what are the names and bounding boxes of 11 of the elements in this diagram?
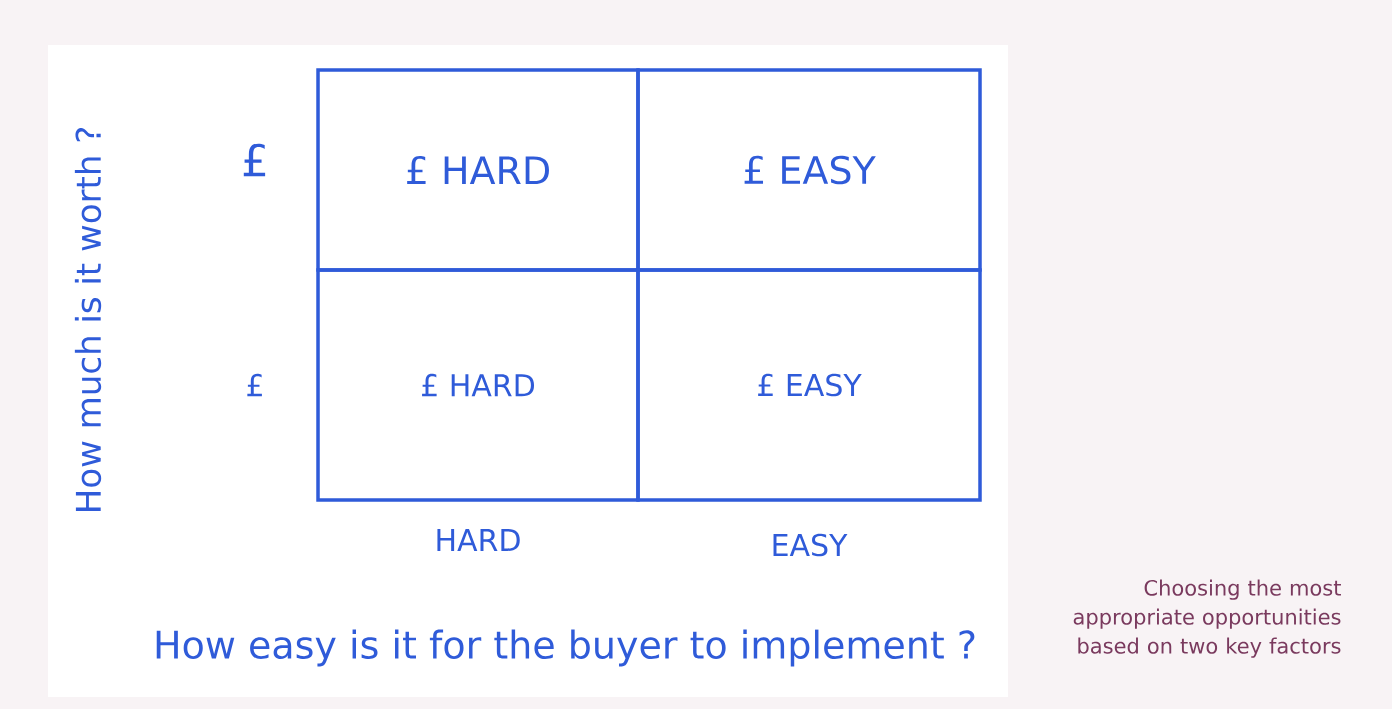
axis-label: EASY: [773, 533, 848, 557]
caption: Choosing the most appropriate opportunities based on two key factors: [1073, 579, 1341, 658]
matrix-cell: £ EASY: [636, 268, 982, 502]
axis-label: £: [243, 143, 266, 177]
axis-label: HARD: [437, 529, 520, 551]
matrix-cell: £ HARD: [316, 268, 640, 502]
axis-title: How much is it worth ?: [74, 128, 102, 511]
matrix-cell: £ HARD: [316, 68, 640, 272]
matrix-cell: £ EASY: [636, 68, 982, 272]
axis-label: £: [247, 373, 262, 397]
axis-title: How easy is it for the buyer to implement ?: [156, 629, 975, 667]
